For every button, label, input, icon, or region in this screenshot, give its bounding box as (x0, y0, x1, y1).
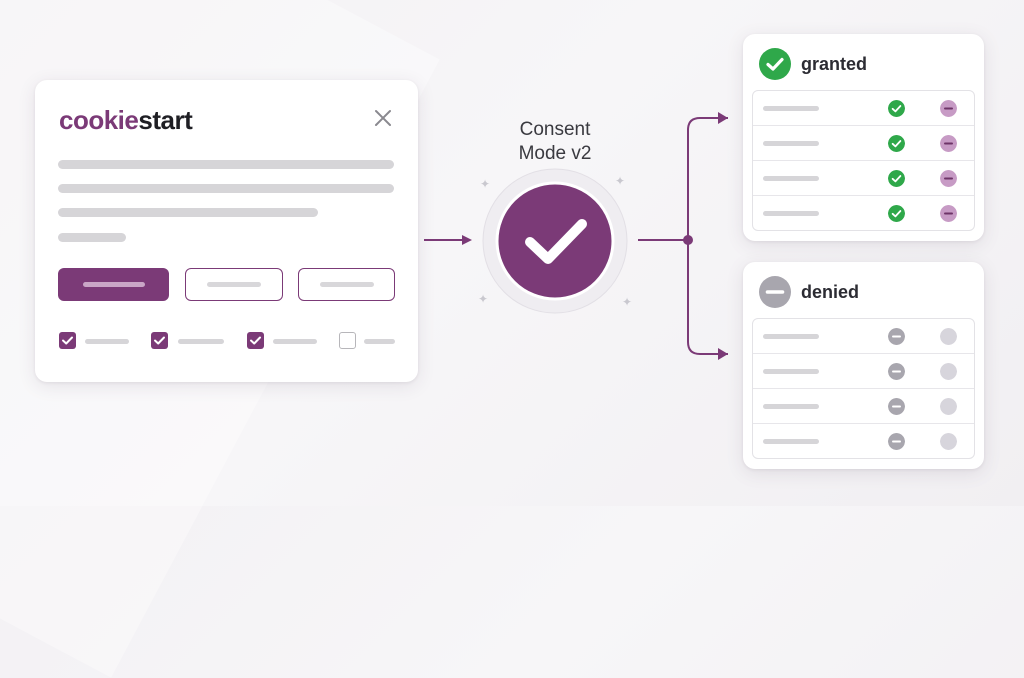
text-placeholder-line (58, 184, 394, 193)
consent-checkbox[interactable] (151, 332, 168, 349)
granted-rows-table (752, 90, 975, 231)
consent-checkbox[interactable] (247, 332, 264, 349)
reject-button[interactable] (185, 268, 283, 301)
table-row (753, 319, 974, 354)
minus-circle-icon (940, 205, 957, 222)
denied-label: denied (801, 281, 860, 302)
granted-card: granted (743, 34, 984, 241)
table-row (753, 389, 974, 424)
row-label-placeholder (763, 141, 819, 146)
accept-button[interactable] (58, 268, 169, 301)
button-label-placeholder (319, 282, 374, 287)
branch-connector (687, 117, 728, 355)
granted-label: granted (801, 53, 868, 74)
minus-circle-icon (888, 363, 905, 380)
row-label-placeholder (763, 404, 819, 409)
branch-node (683, 235, 693, 245)
checkbox-label-placeholder (85, 339, 129, 344)
checkbox-label-placeholder (178, 339, 224, 344)
consent-checkbox[interactable] (59, 332, 76, 349)
consent-mode-title-line1: Consent (519, 119, 591, 140)
check-circle-icon (888, 135, 905, 152)
checkmark-icon (154, 336, 165, 345)
checkmark-icon (62, 336, 73, 345)
row-label-placeholder (763, 211, 819, 216)
check-circle-icon (888, 205, 905, 222)
text-placeholder-line (58, 208, 318, 217)
denied-rows-table (752, 318, 975, 459)
arrow-to-denied (718, 348, 728, 360)
row-label-placeholder (763, 369, 819, 374)
sparkle-icon: ✦ (622, 295, 633, 309)
denied-header: denied (759, 276, 859, 308)
checkbox-label-placeholder (364, 339, 395, 344)
minus-circle-icon (940, 135, 957, 152)
minus-circle-icon (888, 398, 905, 415)
sparkle-icon: ✦ (478, 292, 489, 306)
button-label-placeholder (207, 282, 261, 287)
arrow-to-granted (718, 112, 728, 124)
minus-circle-icon (888, 328, 905, 345)
close-icon[interactable] (371, 106, 395, 130)
check-circle-icon (888, 100, 905, 117)
checkbox-label-placeholder (273, 339, 317, 344)
check-circle-icon (888, 170, 905, 187)
table-row (753, 91, 974, 126)
table-row (753, 354, 974, 389)
row-label-placeholder (763, 439, 819, 444)
text-placeholder-line (58, 160, 394, 169)
text-placeholder-line (58, 233, 126, 242)
logo-start-text: start (138, 105, 193, 135)
empty-circle-icon (940, 363, 957, 380)
table-row (753, 424, 974, 458)
check-circle-icon (759, 48, 791, 80)
table-row (753, 196, 974, 230)
minus-circle-icon (940, 170, 957, 187)
table-row (753, 126, 974, 161)
row-label-placeholder (763, 334, 819, 339)
sparkle-icon: ✦ (480, 177, 491, 191)
empty-circle-icon (940, 398, 957, 415)
checkmark-icon (250, 336, 261, 345)
sparkle-icon: ✦ (615, 174, 626, 188)
minus-circle-icon (940, 100, 957, 117)
minus-circle-icon (759, 276, 791, 308)
cookiestart-logo: cookiestart (59, 104, 193, 136)
button-label-placeholder (82, 282, 145, 287)
table-row (753, 161, 974, 196)
consent-banner: cookiestart (35, 80, 418, 382)
consent-checkbox[interactable] (339, 332, 356, 349)
granted-header: granted (759, 48, 867, 80)
flow-connectors (424, 112, 728, 360)
empty-circle-icon (940, 433, 957, 450)
row-label-placeholder (763, 106, 819, 111)
consent-mode-badge (495, 181, 615, 301)
denied-card: denied (743, 262, 984, 469)
settings-button[interactable] (298, 268, 395, 301)
consent-mode-title-line2: Mode v2 (518, 143, 592, 164)
check-icon (525, 219, 587, 264)
logo-cookie-text: cookie (59, 105, 139, 135)
minus-circle-icon (888, 433, 905, 450)
empty-circle-icon (940, 328, 957, 345)
row-label-placeholder (763, 176, 819, 181)
